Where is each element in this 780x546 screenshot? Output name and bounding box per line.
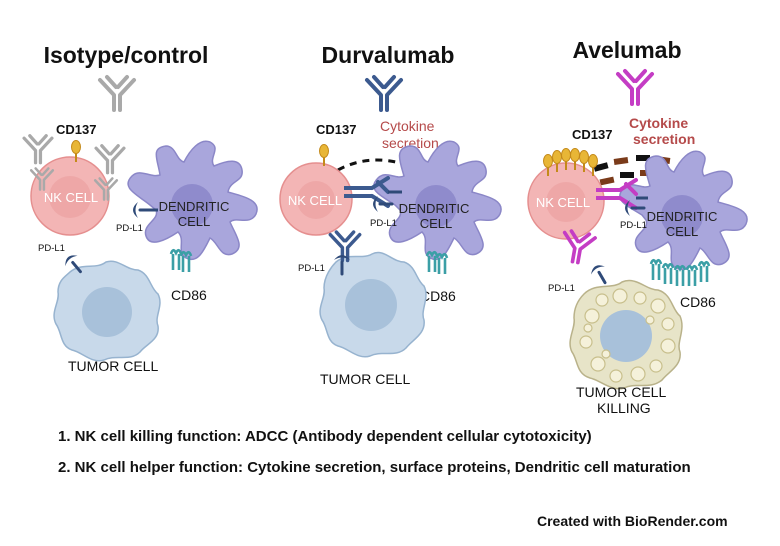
pdl1-dc-label: PD-L1 — [116, 223, 143, 234]
pdl1-tumor-label: PD-L1 — [38, 243, 65, 254]
cytokine-label-1: Cytokine — [380, 118, 435, 134]
dendritic-cell — [373, 140, 502, 261]
cd86-receptor-icon — [673, 264, 687, 288]
dendritic-cell — [619, 150, 748, 271]
cd137-label: CD137 — [56, 122, 96, 137]
tumor-cell-label: TUMOR CELL — [320, 371, 410, 387]
nk-cell — [527, 162, 605, 240]
dendritic-label-1: DENDRITIC — [399, 201, 470, 216]
pdl1-tumor-label: PD-L1 — [548, 283, 575, 294]
panel-durvalumab: Durvalumab Cytokine secretion DENDRITIC … — [279, 42, 502, 387]
cd86-label: CD86 — [680, 294, 716, 310]
control-antibody-icon — [22, 134, 54, 165]
dendritic-label-2: CELL — [420, 216, 453, 231]
control-antibody-icon — [94, 144, 126, 175]
tumor-cell — [53, 260, 161, 362]
control-antibody-icon — [98, 75, 136, 112]
pdl1-tumor-label: PD-L1 — [298, 263, 325, 274]
dendritic-label-1: DENDRITIC — [647, 209, 718, 224]
panel-title: Isotype/control — [44, 42, 209, 68]
dendritic-label-2: CELL — [666, 224, 699, 239]
durvalumab-antibody-icon — [344, 186, 372, 198]
cytokine-label-2: secretion — [633, 131, 695, 147]
tumor-killing-label: KILLING — [597, 400, 651, 416]
dendritic-label-1: DENDRITIC — [159, 199, 230, 214]
nk-cell-label: NK CELL — [288, 193, 342, 208]
avelumab-antibody-icon — [616, 69, 654, 106]
tumor-cell-label: TUMOR CELL — [68, 358, 158, 374]
cd86-receptor-icon — [425, 250, 439, 274]
tumor-cell-label: TUMOR CELL — [576, 384, 666, 400]
cd86-receptor-icon — [169, 248, 183, 272]
cd137-label: CD137 — [316, 122, 356, 137]
nk-cell — [279, 162, 353, 236]
cd137-label: CD137 — [572, 127, 612, 142]
cytokine-arrow — [337, 158, 421, 172]
cd86-receptor-icon — [179, 250, 193, 274]
note-helper-function: 2. NK cell helper function: Cytokine sec… — [58, 459, 691, 476]
nk-cell — [30, 156, 110, 236]
panel-title: Avelumab — [572, 37, 681, 63]
note-adcc: 1. NK cell killing function: ADCC (Antib… — [58, 428, 592, 445]
avelumab-antibody-icon — [596, 188, 620, 200]
cd86-label: CD86 — [171, 287, 207, 303]
cd86-label: CD86 — [420, 288, 456, 304]
pdl1-dc-label: PD-L1 — [620, 220, 647, 231]
panel-isotype-control: Isotype/control DENDRITIC CELL CD86 NK C… — [22, 42, 258, 374]
tumor-cell — [569, 279, 683, 390]
panel-avelumab: Avelumab Cytokine secretion DENDRITIC CE… — [527, 37, 748, 416]
cytokine-label-2: secretion — [382, 135, 439, 151]
nk-cell-label: NK CELL — [44, 190, 98, 205]
nk-cell-label: NK CELL — [536, 195, 590, 210]
cd86-receptor-icon — [685, 264, 699, 288]
cd86-receptor-icon — [661, 262, 675, 286]
panel-title: Durvalumab — [322, 42, 455, 68]
cd86-receptor-icon — [435, 252, 449, 276]
tumor-cell — [319, 251, 427, 358]
pdl1-receptor-icon — [587, 260, 614, 289]
cd86-receptor-icon — [649, 258, 663, 282]
dendritic-cell — [127, 140, 258, 261]
vesicles — [579, 288, 676, 383]
pdl1-dc-label: PD-L1 — [370, 218, 397, 229]
cd86-receptor-icon — [697, 260, 711, 284]
dendritic-label-2: CELL — [178, 214, 211, 229]
durvalumab-antibody-icon — [365, 75, 403, 112]
biorender-credit: Created with BioRender.com — [537, 513, 728, 529]
cytokine-label-1: Cytokine — [629, 115, 688, 131]
